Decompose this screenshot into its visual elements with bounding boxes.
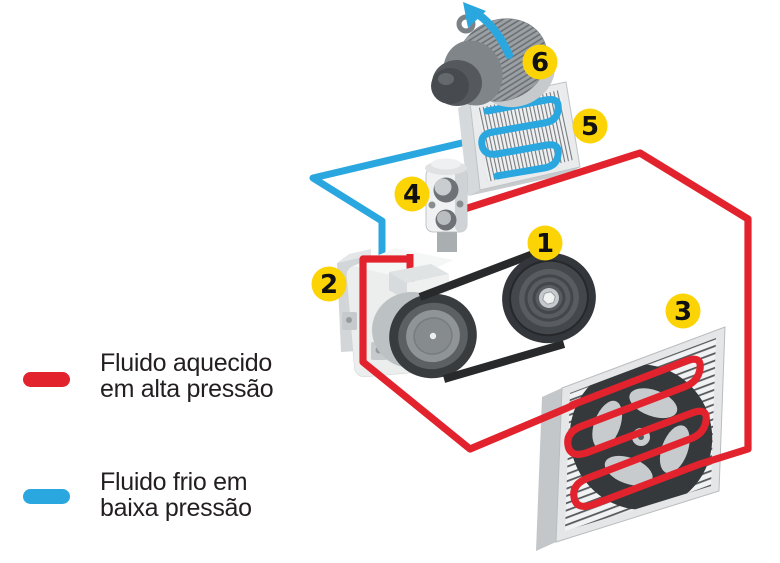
valve-stem (437, 228, 457, 252)
badge-circle (665, 293, 701, 329)
valve-port-lower-inner (437, 211, 451, 225)
evaporator-coil (478, 96, 562, 180)
legend-label-cold-line1: Fluido frio em (100, 468, 248, 496)
badge-circle (527, 225, 563, 261)
belt-bottom-strand (442, 340, 566, 383)
badge-number: 5 (581, 112, 599, 142)
pulley-ridge (524, 274, 574, 322)
badge-circle (311, 266, 347, 302)
valve-port-upper-inner (434, 178, 452, 196)
airflow-arrow-head (463, 2, 486, 28)
crankshaft-pulley (502, 252, 596, 344)
compressor-back-top (337, 249, 371, 263)
legend-label-hot: Fluido aquecido em alta pressão (100, 349, 274, 403)
legend-label-hot-line2: em alta pressão (100, 375, 274, 403)
compressor-foot-bolt (346, 317, 352, 323)
badge-circle (522, 44, 558, 80)
pulley-hex-nut (542, 291, 556, 305)
pipe-hot-compressor-to-condenser (359, 255, 578, 453)
legend-label-hot-line1: Fluido aquecido (100, 349, 273, 377)
compressor-port-block-top (389, 264, 449, 283)
expansion-valve (425, 158, 468, 252)
condenser-side-left (536, 388, 562, 551)
badge-number: 3 (674, 297, 692, 327)
badge-circle (572, 108, 608, 144)
badge-2: 2 (311, 266, 347, 302)
drive-belt (418, 247, 566, 383)
airflow-arrow-shaft (475, 11, 513, 59)
blower-motor-highlight (438, 73, 454, 85)
clutch-center-dot (429, 332, 437, 340)
badge-number: 6 (531, 48, 549, 78)
belt-top-strand (418, 247, 543, 301)
legend-label-cold: Fluido frio em baixa pressão (100, 469, 252, 521)
badge-6: 6 (522, 44, 558, 80)
legend-label-cold-line2: baixa pressão (100, 494, 252, 522)
badge-number: 4 (403, 180, 421, 210)
evaporator (458, 81, 581, 196)
legend: Fluido aquecido em alta pressão Fluido f… (0, 0, 320, 563)
pipe-hot-condenser-to-valve (448, 149, 752, 510)
badge-number: 2 (320, 270, 338, 300)
evaporator-fins (478, 90, 573, 182)
badge-circle (394, 176, 430, 212)
cold-fluid-swatch (23, 489, 70, 504)
valve-bolt (456, 200, 464, 208)
badge-number: 1 (536, 229, 554, 259)
pulley-ridge (532, 281, 566, 315)
blower-fan (431, 2, 560, 109)
valve-bolt (428, 201, 436, 209)
valve-body-shade (455, 168, 467, 232)
fan-blade-gap (659, 425, 690, 474)
valve-cap-top (431, 158, 461, 170)
hot-fluid-swatch (23, 372, 70, 387)
badges: 1 2 3 4 5 6 (311, 44, 701, 329)
evaporator-side-left (458, 102, 480, 196)
pipe-cold-evaporator-to-compressor (309, 134, 487, 270)
badge-4: 4 (394, 176, 430, 212)
badge-5: 5 (572, 108, 608, 144)
badge-1: 1 (527, 225, 563, 261)
evaporator-side-bottom (468, 167, 580, 196)
compressor-clutch-pulley (389, 293, 477, 379)
badge-3: 3 (665, 293, 701, 329)
blower-motor-face (431, 68, 469, 104)
